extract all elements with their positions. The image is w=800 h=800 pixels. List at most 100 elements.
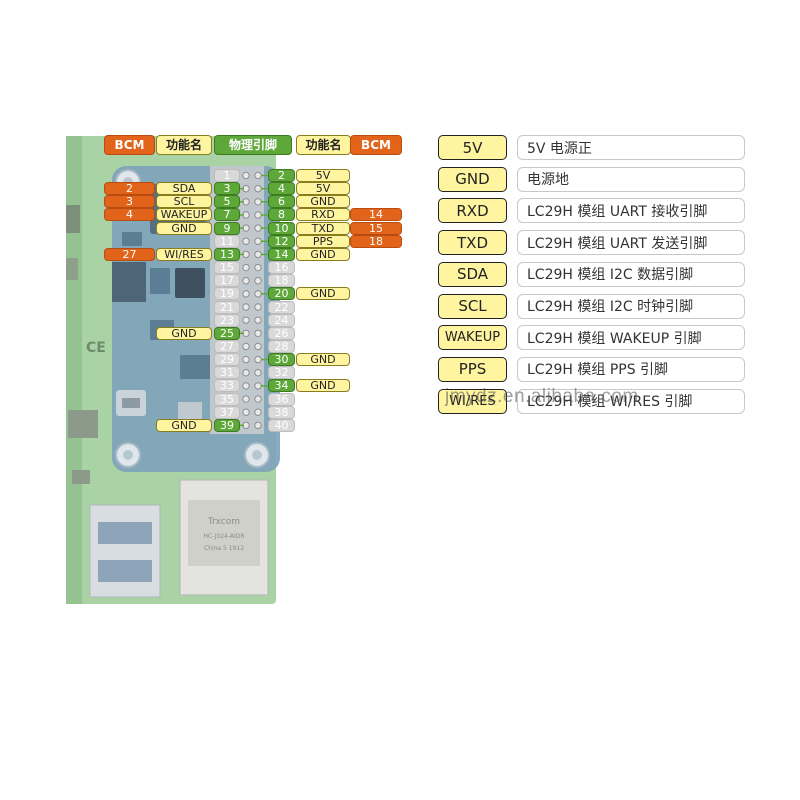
ce-mark: CE bbox=[86, 340, 106, 356]
legend-description-wakeup: LC29H 模组 WAKEUP 引脚 bbox=[517, 325, 745, 351]
header-bcm-left: BCM bbox=[104, 135, 155, 155]
function-3: SDA bbox=[156, 182, 212, 196]
function-25: GND bbox=[156, 326, 212, 340]
jack-label-1: Trxcom bbox=[207, 517, 240, 527]
header-pin-dot bbox=[242, 290, 250, 298]
physical-pin-2: 2 bbox=[268, 169, 295, 182]
physical-pin-9: 9 bbox=[214, 221, 240, 235]
header-pin-dot bbox=[242, 369, 250, 377]
header-pin-dot bbox=[254, 382, 262, 390]
header-pin-dot bbox=[242, 263, 250, 272]
legend-description-5v: 5V 电源正 bbox=[517, 135, 745, 160]
bcm-7: 4 bbox=[104, 208, 155, 222]
header-pin-dot bbox=[242, 355, 250, 364]
physical-pin-7: 7 bbox=[214, 208, 240, 222]
header-pin-dot bbox=[242, 237, 250, 245]
physical-pin-14: 14 bbox=[268, 247, 295, 261]
physical-pin-38: 38 bbox=[268, 405, 295, 419]
physical-pin-33: 33 bbox=[214, 379, 240, 393]
header-physical-pin: 物理引脚 bbox=[214, 135, 292, 155]
header-pin-dot bbox=[254, 277, 262, 285]
bcm-12: 18 bbox=[350, 234, 402, 248]
header-pin-dot bbox=[254, 224, 262, 232]
physical-pin-24: 24 bbox=[268, 313, 295, 327]
physical-pin-25: 25 bbox=[214, 326, 240, 340]
header-pin-dot bbox=[254, 184, 262, 193]
physical-pin-28: 28 bbox=[268, 339, 295, 353]
bcm-5: 3 bbox=[104, 195, 155, 209]
bcm-13: 27 bbox=[104, 247, 155, 261]
function-12: PPS bbox=[296, 234, 350, 248]
header-pin-dot bbox=[242, 408, 250, 416]
physical-pin-5: 5 bbox=[214, 195, 240, 209]
header-bcm-right: BCM bbox=[350, 135, 402, 155]
physical-pin-40: 40 bbox=[268, 418, 295, 432]
watermark: jmydz.en.alibaba.com bbox=[445, 386, 639, 407]
physical-pin-8: 8 bbox=[268, 208, 295, 222]
physical-pin-1: 1 bbox=[214, 169, 240, 182]
physical-pin-15: 15 bbox=[214, 261, 240, 275]
physical-pin-27: 27 bbox=[214, 339, 240, 353]
header-pin-dot bbox=[254, 171, 262, 180]
header-function-right: 功能名 bbox=[296, 135, 351, 155]
physical-pin-32: 32 bbox=[268, 366, 295, 380]
function-2: 5V bbox=[296, 169, 350, 182]
bcm-3: 2 bbox=[104, 182, 155, 196]
physical-pin-35: 35 bbox=[214, 392, 240, 406]
header-pin-dot bbox=[254, 263, 262, 272]
physical-pin-10: 10 bbox=[268, 221, 295, 235]
header-pin-dot bbox=[254, 408, 262, 416]
jack-label-3: China 5 1912 bbox=[204, 545, 244, 552]
legend-description-gnd: 电源地 bbox=[517, 166, 745, 192]
physical-pin-13: 13 bbox=[214, 247, 240, 261]
usb-port bbox=[89, 504, 161, 598]
header-pin-dot bbox=[254, 342, 262, 351]
function-10: TXD bbox=[296, 221, 350, 235]
legend-label-scl: SCL bbox=[438, 293, 507, 319]
physical-pin-39: 39 bbox=[214, 418, 240, 432]
legend-label-gnd: GND bbox=[438, 166, 507, 192]
function-5: SCL bbox=[156, 195, 212, 209]
physical-pin-11: 11 bbox=[214, 234, 240, 248]
physical-pin-6: 6 bbox=[268, 195, 295, 209]
header-pin-dot bbox=[254, 250, 262, 259]
header-pin-dot bbox=[254, 211, 262, 219]
header-pin-dot bbox=[254, 329, 262, 337]
bcm-8: 14 bbox=[350, 208, 402, 222]
legend-label-sda: SDA bbox=[438, 261, 507, 287]
function-20: GND bbox=[296, 287, 350, 301]
header-function-left: 功能名 bbox=[156, 135, 212, 155]
header-pin-dot bbox=[242, 277, 250, 285]
physical-pin-3: 3 bbox=[214, 182, 240, 196]
legend-label-pps: PPS bbox=[438, 356, 507, 382]
physical-pin-18: 18 bbox=[268, 274, 295, 288]
physical-pin-22: 22 bbox=[268, 300, 295, 314]
function-39: GND bbox=[156, 418, 212, 432]
legend-description-pps: LC29H 模组 PPS 引脚 bbox=[517, 356, 745, 382]
function-14: GND bbox=[296, 247, 350, 261]
header-pin-dot bbox=[254, 303, 262, 311]
function-13: WI/RES bbox=[156, 247, 212, 261]
legend-description-sda: LC29H 模组 I2C 数据引脚 bbox=[517, 261, 745, 287]
legend-label-txd: TXD bbox=[438, 230, 507, 256]
header-pin-dot bbox=[254, 355, 262, 364]
legend-description-rxd: LC29H 模组 UART 接收引脚 bbox=[517, 198, 745, 224]
physical-pin-26: 26 bbox=[268, 326, 295, 340]
legend-label-rxd: RXD bbox=[438, 198, 507, 224]
legend-description-txd: LC29H 模组 UART 发送引脚 bbox=[517, 230, 745, 256]
bcm-10: 15 bbox=[350, 221, 402, 235]
physical-pin-23: 23 bbox=[214, 313, 240, 327]
physical-pin-20: 20 bbox=[268, 287, 295, 301]
function-7: WAKEUP bbox=[156, 208, 212, 222]
physical-pin-29: 29 bbox=[214, 353, 240, 367]
physical-pin-30: 30 bbox=[268, 353, 295, 367]
legend-description-wi-res: LC29H 模组 WI/RES 引脚 bbox=[517, 388, 745, 414]
header-pin-dot bbox=[254, 421, 262, 430]
physical-pin-17: 17 bbox=[214, 274, 240, 288]
physical-pin-16: 16 bbox=[268, 261, 295, 275]
header-pin-dot bbox=[242, 395, 250, 403]
legend-label-wakeup: WAKEUP bbox=[438, 325, 507, 351]
function-6: GND bbox=[296, 195, 350, 209]
physical-pin-12: 12 bbox=[268, 234, 295, 248]
header-pin-dot bbox=[242, 382, 250, 390]
